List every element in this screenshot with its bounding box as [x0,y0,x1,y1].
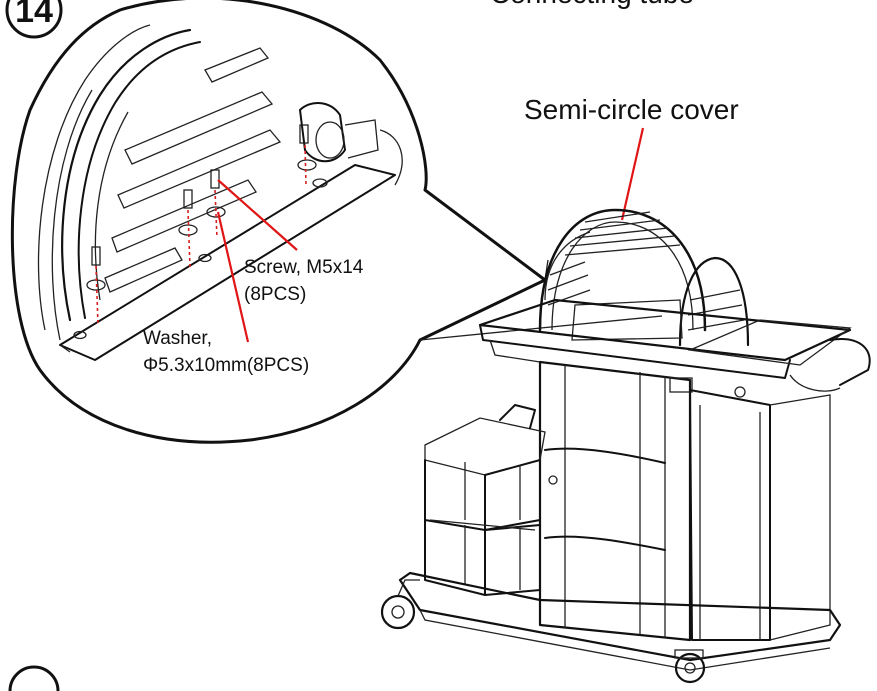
screw-label-line1: Screw, M5x14 [244,257,364,278]
left-baskets [424,404,546,596]
screw-label-line2: (8PCS) [244,284,306,305]
cart-wheels [380,579,706,684]
cart-illustration [380,208,871,684]
connecting-tube-label: Connecting tube [490,0,694,9]
dome-ribs [564,211,681,256]
washer-label-line1: Washer, [143,328,212,349]
washer-set [73,159,328,340]
screw-set [91,124,309,266]
side-fitting [299,102,403,186]
semi-circle-cover-label: Semi-circle cover [524,94,739,125]
washer-label-line2: Φ5.3x10mm(8PCS) [143,355,309,376]
callout-cover-detail [37,24,403,361]
screw-leader [217,179,298,251]
step-number-badge: 14 [5,0,63,39]
next-step-badge [8,665,60,691]
alignment-lines [95,144,307,326]
vent-slots [104,47,282,293]
washer-leader [216,211,250,343]
cover-leader [620,127,645,221]
step-number: 14 [15,0,53,30]
